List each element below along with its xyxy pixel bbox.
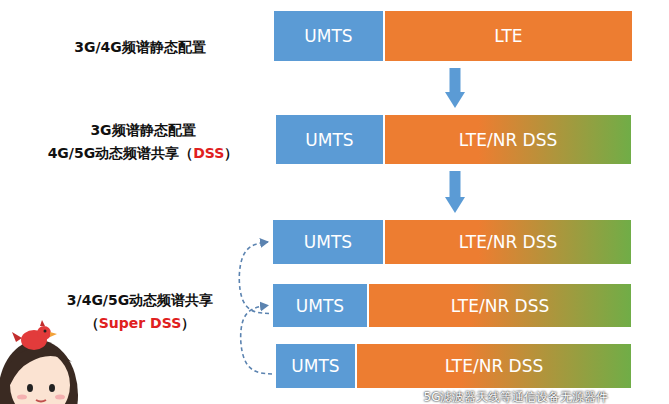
band-label: UMTS	[305, 130, 353, 150]
watermark: 5G滤波器天线等通信设备无源器件	[424, 386, 609, 404]
girl-figure	[0, 340, 78, 404]
umts-band: UMTS	[275, 343, 356, 389]
row-caption: 3/4G/5G动态频谱共享	[67, 292, 213, 308]
watermark-text: 5G滤波器天线等通信设备无源器件	[424, 390, 609, 404]
row-caption: DSS	[193, 145, 224, 161]
lte-band: LTE	[384, 10, 633, 62]
caption-line: 3G/4G频谱静态配置	[74, 37, 206, 57]
band-label: LTE	[494, 26, 522, 46]
umts-band: UMTS	[273, 10, 384, 62]
band-label: LTE/NR DSS	[445, 356, 544, 376]
dashed-arrow	[239, 242, 269, 314]
dss-band: LTE/NR DSS	[384, 114, 632, 165]
umts-band: UMTS	[275, 114, 384, 165]
row-caption: ）	[224, 145, 238, 161]
umts-band: UMTS	[272, 219, 384, 265]
band-label: LTE/NR DSS	[451, 296, 550, 316]
bird-figure	[12, 320, 57, 350]
caption-line: 4G/5G动态频谱共享（DSS）	[48, 143, 239, 163]
dss-band: LTE/NR DSS	[384, 219, 632, 265]
band-label: LTE/NR DSS	[459, 232, 558, 252]
band-label: UMTS	[291, 356, 339, 376]
umts-band: UMTS	[272, 283, 368, 328]
row-caption: 4G/5G动态频谱共享（	[48, 145, 194, 161]
band-label: LTE/NR DSS	[459, 130, 558, 150]
dss-band: LTE/NR DSS	[356, 343, 632, 389]
row-caption: 3G频谱静态配置	[90, 122, 195, 138]
dashed-arrow	[241, 306, 272, 375]
band-label: UMTS	[296, 296, 344, 316]
flow-arrow	[450, 171, 461, 201]
dss-band: LTE/NR DSS	[368, 283, 632, 328]
caption-line: （Super DSS）	[85, 313, 196, 333]
band-label: UMTS	[304, 232, 352, 252]
row-caption: （	[85, 315, 99, 331]
caption-line: 3/4G/5G动态频谱共享	[67, 290, 213, 310]
row-caption: 3G/4G频谱静态配置	[74, 39, 206, 55]
band-label: UMTS	[304, 26, 352, 46]
row-caption: ）	[181, 315, 195, 331]
flow-arrow	[450, 68, 461, 96]
caption-line: 3G频谱静态配置	[90, 120, 195, 140]
row-caption: Super DSS	[99, 315, 182, 331]
